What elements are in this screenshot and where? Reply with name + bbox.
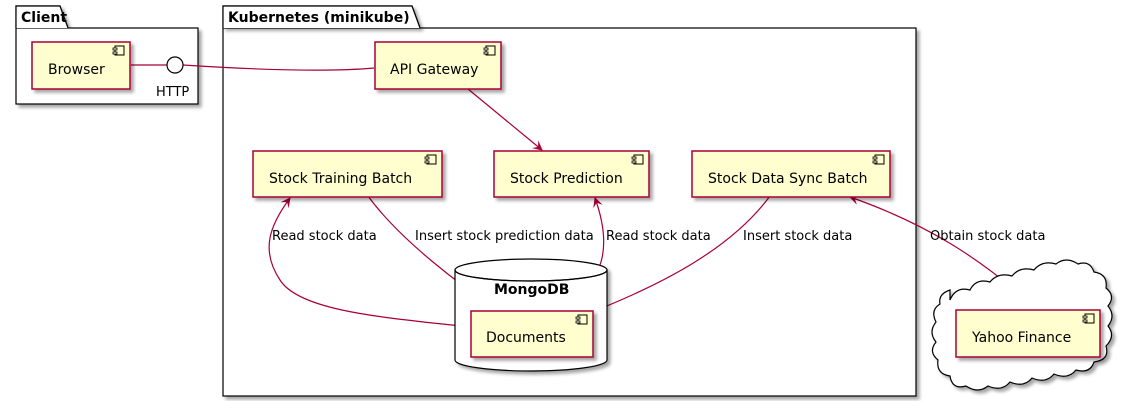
edge-http-gateway (182, 64, 375, 71)
component-documents: Documents (470, 310, 594, 358)
component-stock-data-sync-batch-label: Stock Data Sync Batch (708, 171, 868, 187)
component-yahoo-finance-label: Yahoo Finance (971, 330, 1071, 346)
http-interface-label: HTTP (156, 85, 189, 100)
edge-labels: Read stock data Insert stock prediction … (272, 229, 1045, 244)
label-yahoo-obtain: Obtain stock data (930, 229, 1045, 244)
component-api-gateway: API Gateway (374, 41, 502, 90)
component-stock-training-batch: Stock Training Batch (252, 150, 443, 198)
component-stock-prediction: Stock Prediction (493, 150, 650, 198)
edge-training-read (268, 197, 471, 328)
package-kubernetes-title: Kubernetes (minikube) (228, 10, 410, 26)
mongodb-title: MongoDB (494, 282, 569, 298)
package-client-title: Client (21, 10, 67, 26)
component-api-gateway-label: API Gateway (390, 62, 478, 78)
component-yahoo-finance: Yahoo Finance (955, 309, 1101, 358)
label-sync-insert: Insert stock data (743, 229, 852, 244)
component-stock-prediction-label: Stock Prediction (510, 171, 623, 187)
component-browser: Browser (31, 41, 131, 90)
http-interface: HTTP (156, 56, 189, 100)
edge-gateway-prediction (467, 88, 543, 151)
label-prediction-read: Read stock data (606, 229, 711, 244)
component-stock-training-batch-label: Stock Training Batch (269, 171, 412, 187)
component-stock-data-sync-batch: Stock Data Sync Batch (691, 150, 891, 198)
component-documents-label: Documents (486, 330, 566, 346)
component-browser-label: Browser (48, 62, 105, 78)
label-training-read: Read stock data (272, 229, 377, 244)
label-training-insert: Insert stock prediction data (415, 229, 594, 244)
edge-sync-insert (591, 195, 771, 314)
